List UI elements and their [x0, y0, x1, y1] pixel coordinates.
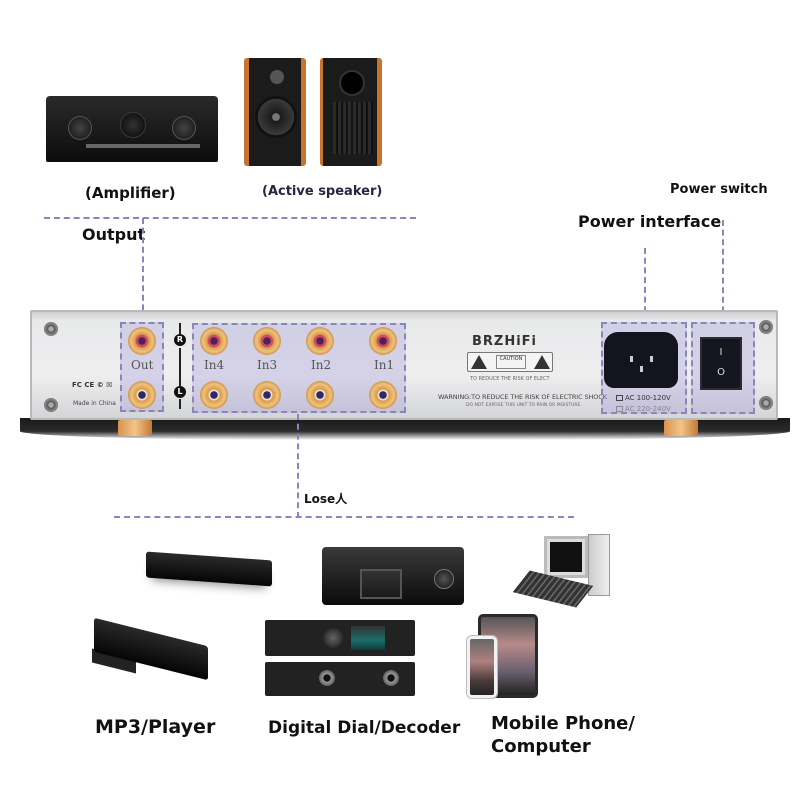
output-jack-left[interactable] — [128, 381, 156, 409]
warning-triangle-icon — [471, 355, 487, 369]
caution-text: CAUTION — [496, 355, 526, 369]
channel-divider-bottom — [179, 399, 181, 409]
speaker-back-panel — [333, 102, 373, 154]
xlr-jack — [319, 670, 335, 686]
warning-triangle-icon — [534, 355, 550, 369]
input-bus-line — [114, 516, 574, 518]
output-label: Output — [82, 225, 146, 244]
mobile-phone-image — [467, 636, 497, 698]
input-jack-in2-left[interactable] — [306, 381, 334, 409]
switch-off-symbol: O — [717, 367, 725, 378]
mobile-computer-caption: Mobile Phone/ Computer — [491, 712, 635, 758]
voltage-option-label: AC 100-120V — [625, 394, 671, 402]
screw-top-left — [44, 322, 58, 336]
power-interface-label: Power interface — [578, 212, 722, 231]
input-jack-in4-left[interactable] — [200, 381, 228, 409]
speaker-tweeter — [270, 70, 284, 84]
decoder-volume-knob — [323, 628, 343, 648]
active-speaker-caption: (Active speaker) — [262, 184, 383, 199]
mobile-computer-caption-line2: Computer — [491, 736, 591, 757]
output-connector-line — [142, 218, 144, 320]
input-jack-in3-left[interactable] — [253, 381, 281, 409]
input-jack-in2-right[interactable] — [306, 327, 334, 355]
checkbox-icon — [616, 395, 623, 401]
xlr-jack — [383, 670, 399, 686]
power-socket[interactable] — [604, 332, 678, 388]
output-jack-right[interactable] — [128, 327, 156, 355]
channel-divider-top — [179, 323, 181, 335]
active-speaker-back-image — [320, 58, 382, 166]
computer-tower-image — [588, 534, 610, 596]
right-channel-badge: R — [174, 334, 186, 346]
input-connector-line — [297, 414, 299, 518]
input-label-in2: In2 — [311, 358, 332, 372]
dac-player-image — [322, 547, 464, 605]
input-jack-in3-right[interactable] — [253, 327, 281, 355]
channel-divider-mid — [179, 348, 181, 386]
decoder-back-image — [265, 662, 415, 696]
amplifier-knob-right — [172, 116, 196, 140]
caution-label: CAUTION — [467, 352, 553, 372]
active-speaker-front-image — [244, 58, 306, 166]
decoder-spectrum-screen — [351, 626, 385, 650]
foot-right — [664, 420, 698, 436]
amplifier-display — [120, 112, 146, 138]
speaker-woofer — [255, 96, 297, 138]
origin-text: Made in China — [73, 400, 116, 407]
mp3-player-caption: MP3/Player — [95, 716, 216, 738]
blu-ray-player-image — [146, 551, 272, 587]
socket-pin — [640, 366, 643, 372]
speaker-bass-port — [339, 70, 365, 96]
input-label-in3: In3 — [257, 358, 278, 372]
foot-left — [118, 420, 152, 436]
voltage-option-220[interactable]: AC 220-240V — [616, 405, 671, 413]
disc-player-image — [94, 617, 208, 681]
output-jack-label: Out — [131, 358, 154, 372]
digital-decoder-caption: Digital Dial/Decoder — [268, 718, 461, 738]
screw-top-right — [759, 320, 773, 334]
brand-logo: BRZHiFi — [472, 334, 538, 349]
certification-marks: FC CE © ☒ — [72, 381, 113, 389]
screw-bottom-left — [44, 398, 58, 412]
decoder-front-image — [265, 620, 415, 656]
power-switch-label: Power switch — [670, 182, 768, 197]
amplifier-slot — [86, 144, 200, 148]
input-jack-in1-right[interactable] — [369, 327, 397, 355]
moisture-warning: DO NOT EXPOSE THIS UNIT TO RAIN OR MOIST… — [466, 403, 582, 408]
input-jack-in1-left[interactable] — [369, 381, 397, 409]
amplifier-knob-left — [68, 116, 92, 140]
mobile-computer-caption-line1: Mobile Phone/ — [491, 713, 635, 734]
input-label-in1: In1 — [374, 358, 395, 372]
screw-bottom-right — [759, 396, 773, 410]
amplifier-image — [46, 96, 218, 162]
input-label-in4: In4 — [204, 358, 225, 372]
input-jack-in4-right[interactable] — [200, 327, 228, 355]
voltage-option-110[interactable]: AC 100-120V — [616, 394, 671, 402]
left-channel-badge: L — [174, 386, 186, 398]
chassis-shadow — [20, 418, 790, 440]
caution-fine-print: TO REDUCE THE RISK OF ELECTRICAL SHOCK, … — [470, 376, 550, 382]
amplifier-caption: (Amplifier) — [85, 184, 176, 202]
socket-pin — [650, 356, 653, 362]
switch-on-symbol: I — [719, 347, 723, 358]
computer-monitor-image — [544, 536, 588, 578]
dac-knob — [434, 569, 454, 589]
power-switch[interactable]: I O — [700, 337, 742, 390]
dac-screen — [360, 569, 402, 599]
voltage-option-label: AC 220-240V — [625, 405, 671, 413]
electric-shock-warning: WARNING:TO REDUCE THE RISK OF ELECTRIC S… — [438, 393, 607, 401]
lose-label: Lose人 — [304, 492, 348, 506]
power-interface-connector-line — [644, 248, 646, 322]
power-switch-connector-line — [722, 220, 724, 322]
output-bus-line — [44, 217, 416, 219]
checkbox-icon — [616, 406, 623, 412]
socket-pin — [630, 356, 633, 362]
